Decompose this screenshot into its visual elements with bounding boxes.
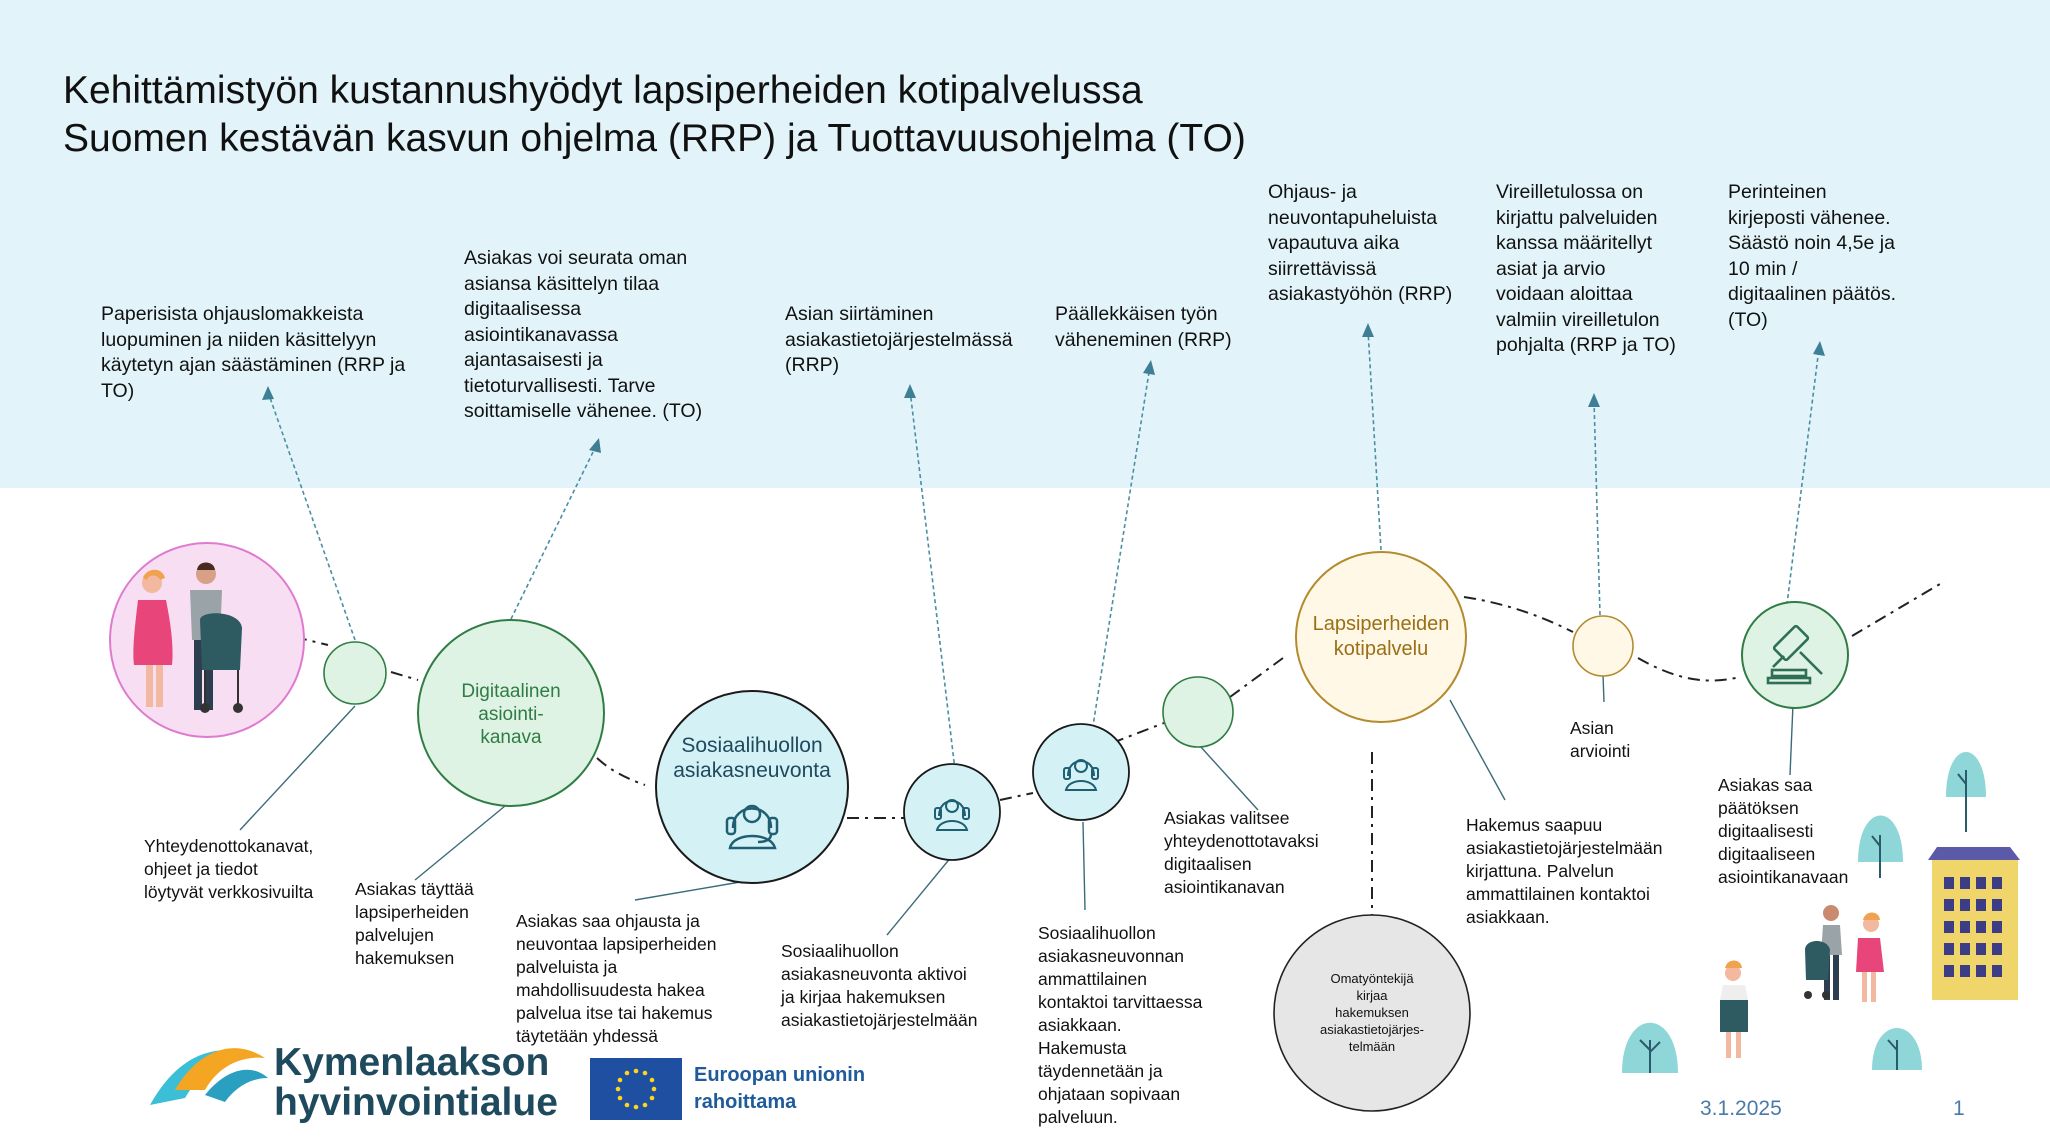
desc-chooses-digital: Asiakas valitsee yhteydenottotavaksi dig… — [1164, 808, 1319, 897]
title-line-1: Kehittämistyön kustannushyödyt lapsiperh… — [63, 69, 1143, 112]
tree-icon-2 — [1858, 815, 1903, 878]
family-illustration — [133, 562, 243, 713]
digital-choice-node — [1162, 676, 1234, 748]
people-illustration — [1720, 905, 1884, 1058]
digital-channel-label: Digitaalinen asiointi- kanava — [461, 681, 561, 748]
worker-label: Omatyöntekijä kirjaa hakemuksen asiakast… — [1319, 971, 1425, 1054]
header-band — [0, 0, 2050, 488]
annotation-transfer: Asian siirtäminen asiakastietojärjestelm… — [785, 303, 1013, 376]
annotation-arrowheads — [262, 323, 1825, 453]
headset-icon-small-1 — [934, 799, 970, 831]
kymenlaakso-logo-waves — [150, 1048, 268, 1105]
footer-date: 3.1.2025 — [1700, 1097, 1782, 1120]
desc-decision: Asiakas saa päätöksen digitaalisesti dig… — [1718, 775, 1849, 887]
headset-icon-large — [725, 804, 779, 850]
tree-icon-3 — [1622, 1022, 1678, 1073]
desc-application-arrives: Hakemus saapuu asiakastietojärjestelmään… — [1466, 815, 1663, 927]
worker-node — [1273, 914, 1471, 1112]
gavel-icon — [1766, 624, 1823, 685]
desc-activates: Sosiaalihuollon asiakasneuvonta aktivoi … — [781, 941, 978, 1030]
tree-icon-1 — [1946, 752, 1986, 832]
annotation-initiation: Vireilletulossa on kirjattu palveluiden … — [1496, 181, 1676, 356]
annotation-follow-status: Asiakas voi seurata oman asiansa käsitte… — [464, 247, 703, 422]
tree-icon-4 — [1872, 1028, 1922, 1070]
desc-guidance: Asiakas saa ohjausta ja neuvontaa lapsip… — [516, 911, 717, 1046]
headset-icon-small-2 — [1063, 759, 1099, 791]
annotation-freed-time: Ohjaus- ja neuvontapuheluista vapautuva … — [1268, 181, 1453, 305]
title-line-2: Suomen kestävän kasvun ohjelma (RRP) ja … — [63, 117, 1246, 160]
kymenlaakso-logo-text: Kymenlaakson hyvinvointialue — [274, 1041, 558, 1124]
desc-fills-application: Asiakas täyttää lapsiperheiden palveluje… — [355, 879, 474, 968]
home-service-label: Lapsiperheiden kotipalvelu — [1312, 613, 1450, 660]
annotation-overlap: Päällekkäisen työn väheneminen (RRP) — [1055, 303, 1232, 351]
decision-node — [1741, 601, 1849, 709]
social-counselling-node — [655, 690, 849, 884]
annotation-paper-forms: Paperisista ohjauslomakkeista luopuminen… — [101, 303, 406, 402]
eu-funding-text: Euroopan unionin rahoittama — [694, 1064, 866, 1113]
assessment-node — [1572, 615, 1634, 677]
page-number: 1 — [1953, 1097, 1965, 1120]
annotation-letter-post: Perinteinen kirjeposti vähenee. Säästö n… — [1728, 181, 1897, 331]
website-node — [323, 641, 387, 705]
assessment-label: Asian arviointi — [1570, 718, 1631, 761]
social-counselling-label: Sosiaalihuollon asiakasneuvonta — [673, 734, 831, 782]
home-service-node — [1295, 551, 1467, 723]
apartment-building — [1928, 847, 2020, 1000]
digital-channel-node — [417, 619, 605, 807]
annotation-connectors — [267, 329, 1820, 771]
flow-path — [294, 580, 1946, 918]
eu-flag — [590, 1058, 682, 1120]
desc-professional-contact: Sosiaalihuollon asiakasneuvonnan ammatti… — [1038, 923, 1203, 1127]
desc-websites: Yhteydenottokanavat, ohjeet ja tiedot lö… — [144, 836, 314, 902]
description-leaders — [239, 674, 1794, 936]
